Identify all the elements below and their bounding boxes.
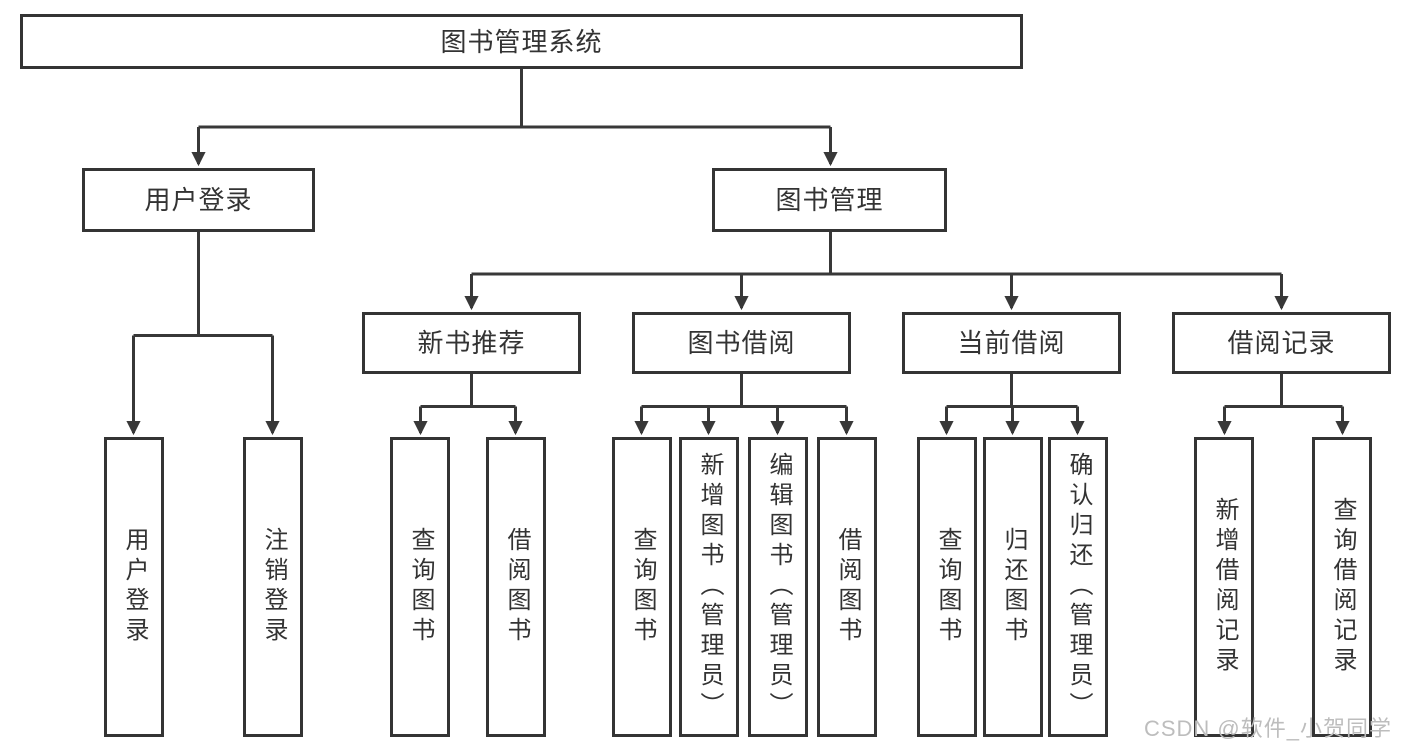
node-book-borrow: 图书借阅 [632,312,851,374]
connector-line [471,232,1282,276]
leaf-user-login: 用户登录 [104,437,164,737]
leaf-recommend-query-book: 查询图书 [390,437,450,737]
node-new-book-recommend: 新书推荐 [362,312,581,374]
leaf-edit-book-admin: 编辑图书（管理员） [748,437,808,737]
leaf-query-borrow-record: 查询借阅记录 [1312,437,1372,737]
connector-new-book-recommend-to-leaves [413,374,523,436]
connector-line [946,374,1078,408]
connector-borrow-record-to-leaves [1217,374,1350,436]
leaf-logout: 注销登录 [243,437,303,737]
connector-root-to-level2 [191,69,838,167]
leaf-borrow-query-book: 查询图书 [612,437,672,737]
connector-line [641,374,847,408]
leaf-confirm-return-admin: 确认归还（管理员） [1048,437,1108,737]
connector-line [198,69,831,129]
leaf-current-query-book: 查询图书 [917,437,977,737]
leaf-borrow-book: 借阅图书 [817,437,877,737]
leaf-add-book-admin: 新增图书（管理员） [679,437,739,737]
node-current-borrow: 当前借阅 [902,312,1121,374]
connector-line [133,232,273,337]
node-user-login: 用户登录 [82,168,315,232]
connector-book-borrow-to-leaves [634,374,854,436]
node-book-management: 图书管理 [712,168,947,232]
csdn-watermark: CSDN @软件_小贺同学 [1143,716,1392,741]
leaf-return-book: 归还图书 [983,437,1043,737]
connector-line [420,374,516,408]
connector-current-borrow-to-leaves [939,374,1085,436]
node-root-library-system: 图书管理系统 [20,14,1023,69]
leaf-recommend-borrow-book: 借阅图书 [486,437,546,737]
connector-user-login-to-leaves [126,232,280,436]
connector-line [1224,374,1343,408]
node-borrow-record: 借阅记录 [1172,312,1391,374]
leaf-add-borrow-record: 新增借阅记录 [1194,437,1254,737]
connector-book-management-to-level3 [464,232,1289,311]
